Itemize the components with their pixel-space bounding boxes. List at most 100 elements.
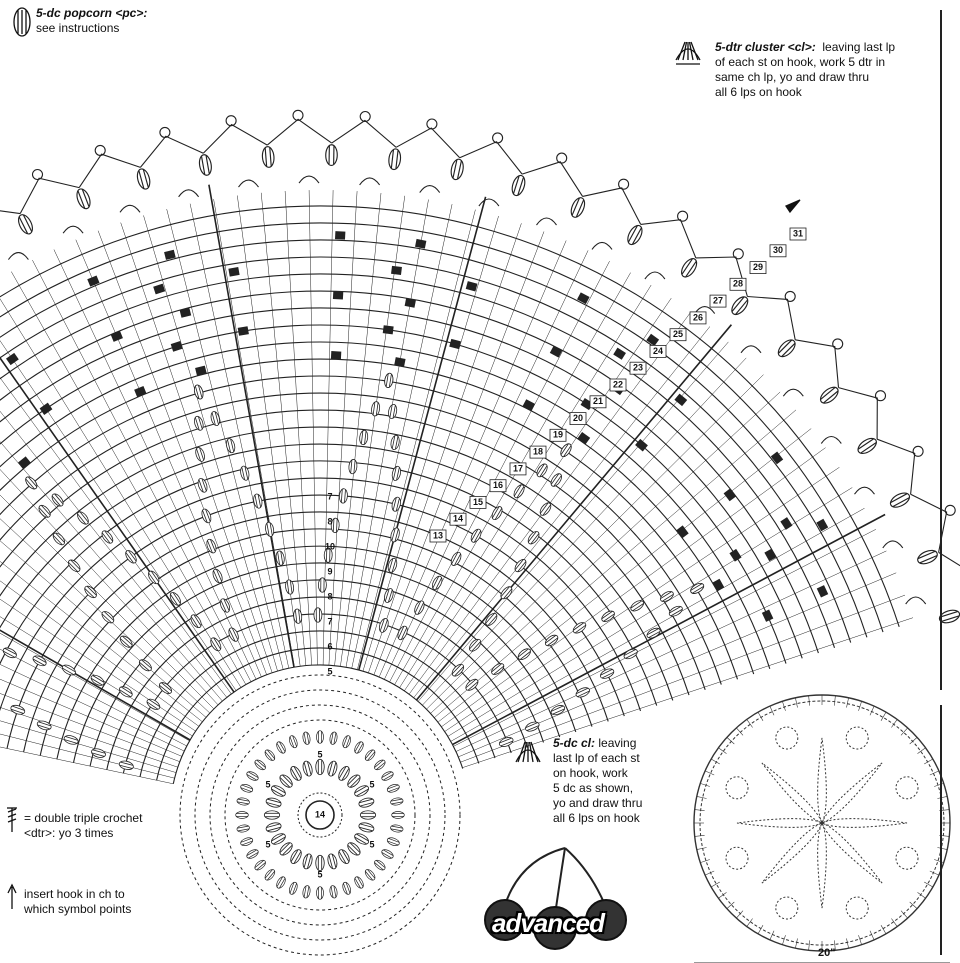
popcorn-body — [384, 588, 394, 603]
picot — [732, 248, 744, 260]
popcorn-stitch — [316, 886, 324, 900]
popcorn-stitch — [465, 678, 479, 691]
thumbnail-edge-tick — [917, 747, 926, 754]
popcorn-body — [289, 881, 298, 895]
hub-number: 5 — [369, 779, 374, 789]
thumbnail-petal — [821, 818, 908, 828]
thumbnail-edge-tick — [937, 796, 948, 799]
popcorn-line — [264, 147, 268, 167]
thumbnail-edge-tick — [782, 935, 786, 945]
popcorn-stitch — [378, 618, 389, 633]
round-number-box — [529, 445, 547, 459]
popcorn-line — [293, 851, 302, 864]
popcorn-line — [525, 722, 538, 728]
popcorn-line — [576, 687, 589, 695]
thumbnail-edge-tick — [700, 859, 710, 863]
popcorn-body — [390, 824, 404, 833]
thumbnail-edge-tick — [736, 910, 744, 919]
popcorn-line — [216, 569, 222, 582]
popcorn-line — [391, 801, 403, 805]
popcorn-line — [432, 576, 440, 589]
popcorn-line — [632, 603, 644, 611]
popcorn-line — [54, 493, 64, 505]
popcorn-stitch — [364, 749, 376, 761]
legend-dc-cluster-line: all 6 lps on hook — [553, 811, 640, 825]
popcorn-line — [364, 431, 367, 445]
popcorn-line — [542, 504, 551, 516]
thumbnail-petal — [821, 822, 883, 884]
popcorn-line — [681, 258, 693, 275]
thumbnail-edge-tick — [929, 770, 940, 776]
popcorn-stitch — [329, 731, 338, 745]
popcorn-line — [384, 588, 390, 602]
popcorn-line — [92, 675, 105, 683]
popcorn-stitch — [536, 463, 548, 478]
filled-block — [577, 292, 590, 305]
popcorn-stitch — [498, 737, 514, 747]
thumbnail-edge-tick — [694, 835, 705, 837]
popcorn-line — [517, 561, 527, 572]
round-number-box — [609, 378, 627, 392]
popcorn-line — [353, 460, 356, 474]
popcorn-body — [210, 411, 220, 427]
popcorn-stitch — [265, 797, 282, 808]
popcorn-line — [552, 708, 565, 715]
popcorn-line — [241, 840, 253, 846]
popcorn-body — [198, 154, 212, 176]
popcorn-line — [257, 494, 262, 508]
popcorn-body — [138, 659, 152, 672]
thumbnail-edge-tick — [808, 940, 810, 951]
popcorn-line — [241, 467, 246, 480]
popcorn-stitch — [387, 557, 398, 573]
popcorn-line — [195, 386, 200, 399]
popcorn-line — [306, 732, 310, 744]
filled-block — [6, 352, 19, 366]
chain-loop — [747, 295, 796, 340]
popcorn-line — [516, 486, 525, 498]
popcorn-stitch — [193, 384, 204, 400]
chain-loop — [0, 210, 21, 215]
popcorn-legend-icon — [13, 7, 31, 37]
popcorn-body — [485, 612, 498, 626]
popcorn-line — [33, 658, 45, 666]
popcorn-stitch — [101, 530, 114, 544]
popcorn-body — [550, 705, 566, 716]
popcorn-line — [692, 586, 704, 594]
picot — [159, 126, 171, 138]
popcorn-stitch — [25, 476, 38, 490]
popcorn-line — [435, 577, 442, 590]
thumbnail-motif — [725, 846, 749, 870]
round-number-box — [469, 495, 487, 509]
chart-round-arcs — [0, 205, 900, 784]
filled-block — [415, 238, 427, 249]
popcorn-line — [474, 530, 481, 543]
popcorn-line — [939, 610, 958, 618]
popcorn-line — [414, 600, 422, 613]
picot — [94, 144, 106, 156]
stitch-ray — [0, 707, 178, 768]
popcorn-stitch — [544, 634, 559, 647]
popcorn-line — [77, 190, 86, 209]
popcorn-body — [91, 748, 106, 758]
popcorn-line — [376, 860, 386, 868]
popcorn-body — [327, 853, 338, 870]
popcorn-line — [41, 505, 51, 516]
popcorn-body — [146, 698, 161, 710]
popcorn-body — [169, 592, 182, 606]
popcorn-line — [121, 686, 133, 695]
start-marker-icon — [785, 199, 801, 214]
round-number: 15 — [473, 497, 483, 507]
round-arc — [56, 545, 577, 760]
popcorn-line — [331, 762, 337, 776]
popcorn-stitch — [354, 833, 369, 845]
popcorn-body — [374, 759, 386, 771]
stitch-ray — [0, 693, 180, 762]
popcorn-line — [499, 737, 512, 744]
popcorn-stitch — [206, 538, 217, 554]
hub-number: 5 — [317, 749, 322, 759]
popcorn-line — [395, 150, 399, 169]
popcorn-line — [349, 842, 361, 853]
popcorn-stitch — [342, 881, 351, 895]
popcorn-body — [387, 557, 398, 573]
popcorn-line — [530, 533, 540, 544]
